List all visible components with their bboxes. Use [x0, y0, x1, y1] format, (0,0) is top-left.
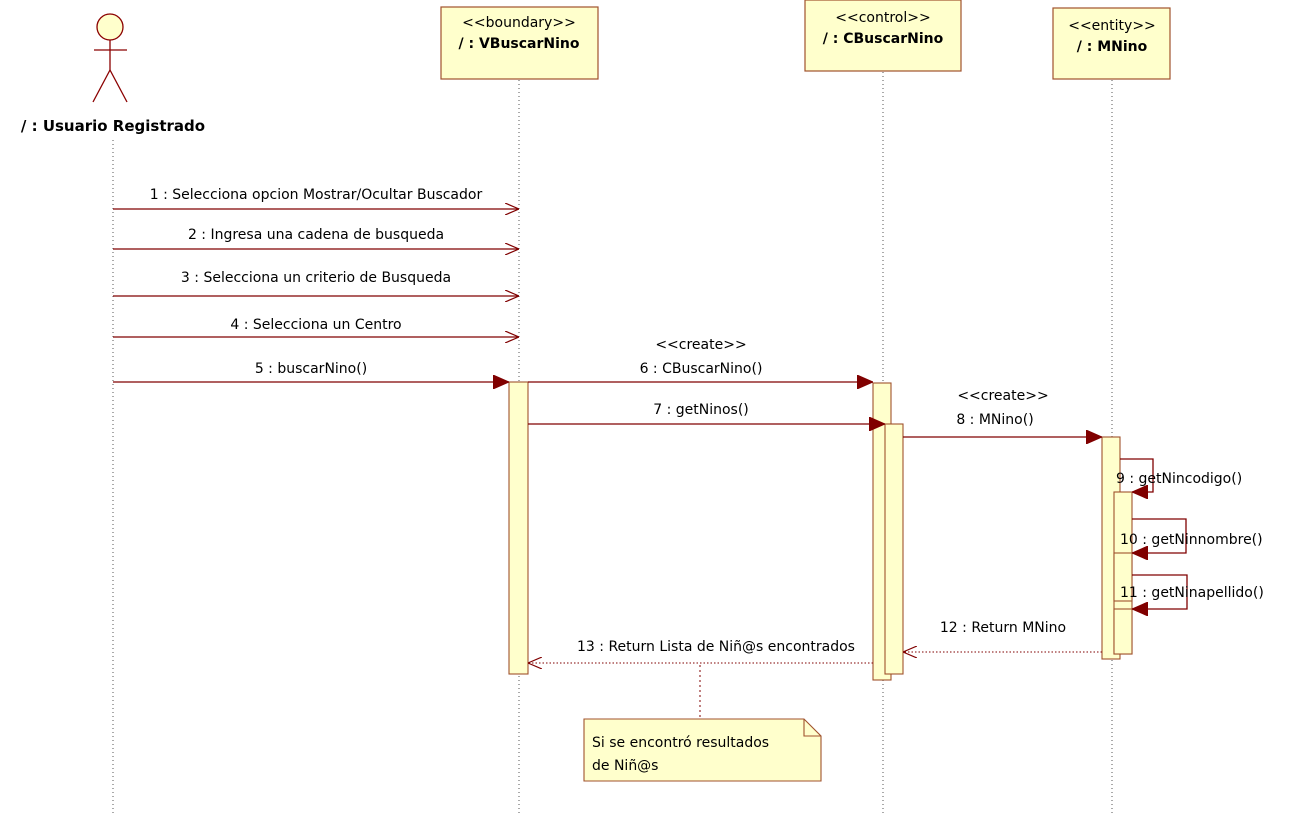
- activation-cbuscar-nested: [884, 423, 904, 675]
- activation-mnino-self-11: [1113, 608, 1133, 655]
- actor-left-leg: [92, 69, 111, 103]
- stereotype-label: <<boundary>>: [462, 15, 576, 31]
- message-label: 5 : buscarNino(): [255, 361, 367, 377]
- actor-label: / : Usuario Registrado: [21, 117, 205, 135]
- message-label: 8 : MNino(): [956, 412, 1033, 428]
- message-label: 13 : Return Lista de Niñ@s encontrados: [577, 639, 855, 655]
- message-6[interactable]: <<create>> 6 : CBuscarNino(): [528, 337, 873, 382]
- lifeline-name: / : VBuscarNino: [458, 36, 579, 52]
- stereotype-label: <<entity>>: [1068, 18, 1156, 34]
- lifeline-name: / : MNino: [1077, 39, 1148, 55]
- message-label: 7 : getNinos(): [653, 402, 749, 418]
- message-label: 4 : Selecciona un Centro: [230, 317, 401, 333]
- message-9[interactable]: 9 : getNincodigo(): [1116, 458, 1242, 492]
- message-label: 9 : getNincodigo(): [1116, 471, 1242, 487]
- activation-vbuscar: [508, 381, 529, 675]
- activation-mnino-self-10: [1113, 552, 1133, 602]
- message-4[interactable]: 4 : Selecciona un Centro: [113, 317, 519, 337]
- message-8[interactable]: <<create>> 8 : MNino(): [903, 388, 1102, 437]
- message-3[interactable]: 3 : Selecciona un criterio de Busqueda: [113, 270, 519, 296]
- message-stereotype: <<create>>: [655, 337, 746, 353]
- message-1[interactable]: 1 : Selecciona opcion Mostrar/Ocultar Bu…: [113, 187, 519, 209]
- message-stereotype: <<create>>: [957, 388, 1048, 404]
- actor-head: [96, 13, 124, 41]
- message-5[interactable]: 5 : buscarNino(): [113, 361, 509, 382]
- message-label: 3 : Selecciona un criterio de Busqueda: [181, 270, 451, 286]
- message-10[interactable]: 10 : getNinnombre(): [1120, 518, 1263, 553]
- message-label: 6 : CBuscarNino(): [640, 361, 763, 377]
- message-2[interactable]: 2 : Ingresa una cadena de busqueda: [113, 227, 519, 249]
- actor-usuario-registrado[interactable]: / : Usuario Registrado: [21, 13, 205, 135]
- message-label: 2 : Ingresa una cadena de busqueda: [188, 227, 444, 243]
- lifeline-name: / : CBuscarNino: [823, 31, 944, 47]
- lifeline-box-vbuscar[interactable]: <<boundary>> / : VBuscarNino: [440, 6, 599, 80]
- message-13[interactable]: 13 : Return Lista de Niñ@s encontrados: [528, 639, 873, 663]
- note-box: [583, 718, 822, 782]
- note[interactable]: Si se encontró resultados de Niñ@s: [583, 718, 822, 782]
- message-label: 11 : getNinapellido(): [1120, 585, 1264, 601]
- note-fold: [803, 719, 821, 737]
- note-line-2: de Niñ@s: [592, 758, 658, 774]
- message-label: 12 : Return MNino: [940, 620, 1066, 636]
- note-line-1: Si se encontró resultados: [592, 735, 769, 751]
- actor-right-leg: [109, 69, 128, 103]
- message-7[interactable]: 7 : getNinos(): [528, 402, 885, 424]
- stereotype-label: <<control>>: [835, 10, 930, 26]
- message-label: 1 : Selecciona opcion Mostrar/Ocultar Bu…: [150, 187, 483, 203]
- message-12[interactable]: 12 : Return MNino: [903, 620, 1102, 652]
- lifeline-box-cbuscar[interactable]: <<control>> / : CBuscarNino: [804, 0, 962, 72]
- message-11[interactable]: 11 : getNinapellido(): [1120, 574, 1264, 609]
- message-label: 10 : getNinnombre(): [1120, 532, 1263, 548]
- lifeline-box-mnino[interactable]: <<entity>> / : MNino: [1052, 7, 1171, 80]
